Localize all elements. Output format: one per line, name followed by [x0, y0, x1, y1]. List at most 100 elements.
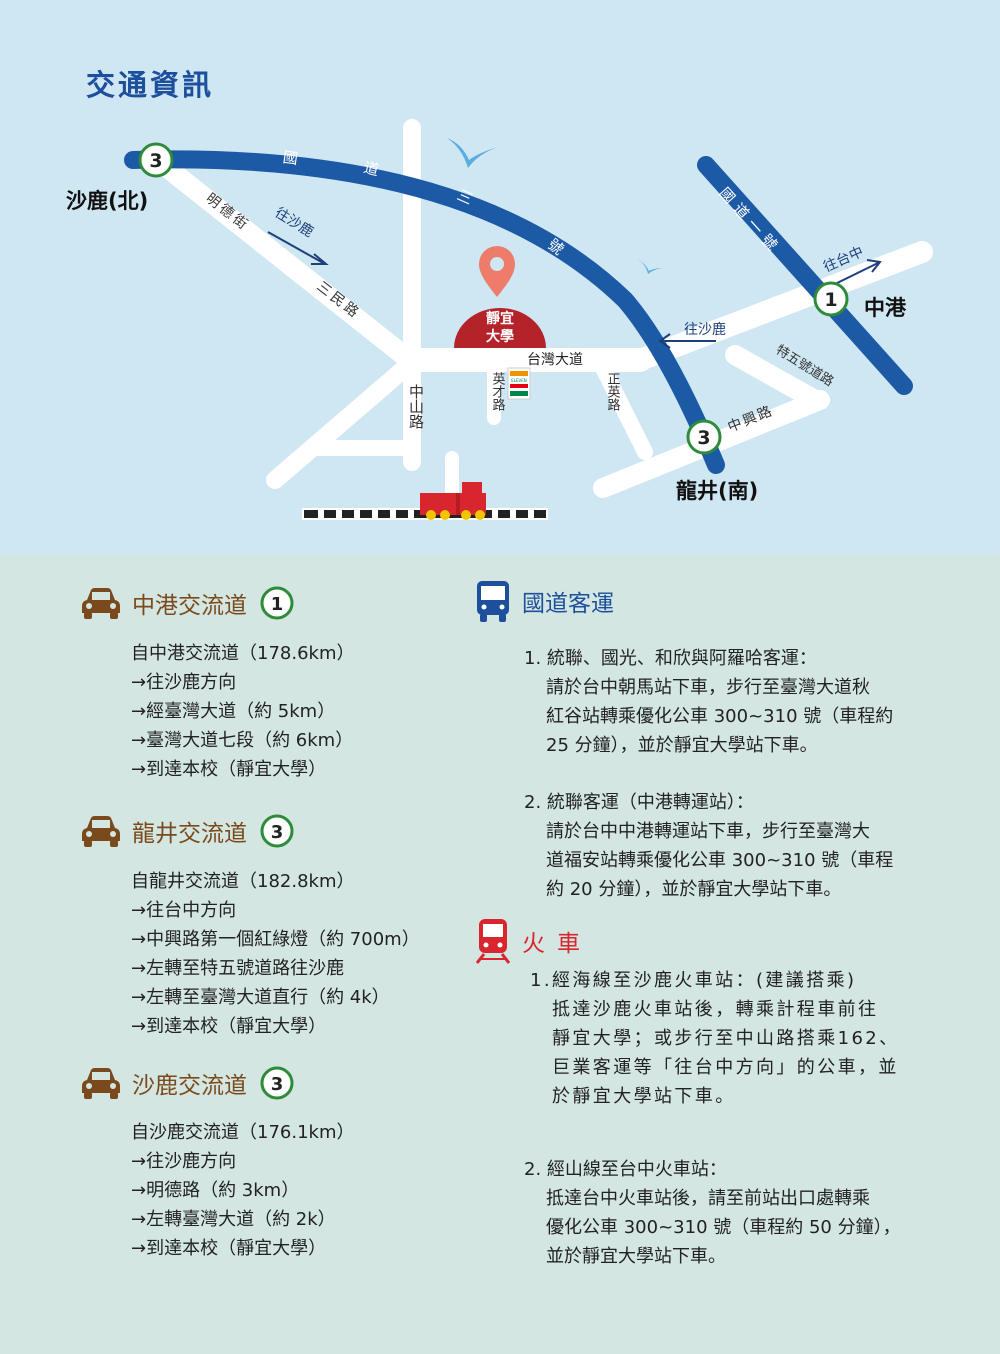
page-title: 交通資訊 [86, 68, 215, 102]
bus-item-1-head: 1. 統聯、國光、和欣與阿羅哈客運： [524, 648, 817, 669]
convenience-store-icon: ELEVEN [507, 367, 531, 400]
location-pin-icon [479, 246, 515, 297]
direction-to-shalu-2: 往沙鹿 [684, 321, 726, 338]
bus-item-2: 2. 統聯客運（中港轉運站）： 請於台中中港轉運站下車，步行至臺灣大 道福安站轉… [524, 788, 893, 904]
step-line: →臺灣大道七段（約 6km） [131, 730, 354, 751]
bus-item-2-head: 2. 統聯客運（中港轉運站）： [524, 792, 754, 813]
svg-text:3: 3 [271, 1074, 284, 1095]
train-item-1-head: 1.經海線至沙鹿火車站：(建議搭乘) [530, 970, 857, 991]
svg-text:1: 1 [824, 289, 837, 311]
bus-item-1-line: 紅谷站轉乘優化公車 300~310 號（車程約 [546, 706, 894, 727]
bus-heading: 國道客運 [474, 579, 614, 623]
bus-item-2-line: 約 20 分鐘），並於靜宜大學站下車。 [546, 879, 842, 900]
car-icon [82, 588, 120, 619]
step-line: →到達本校（靜宜大學） [131, 1016, 327, 1037]
train-item-1: 1.經海線至沙鹿火車站：(建議搭乘) 抵達沙鹿火車站後，轉乘計程車前往 靜宜大學… [530, 966, 900, 1111]
freeway3-char-2: 道 [362, 158, 381, 179]
longjing-heading: 龍井交流道 3 [80, 813, 295, 849]
freeway1-label: 國道一號 [715, 184, 785, 258]
step-line: →左轉至臺灣大道直行（約 4k） [131, 987, 390, 1008]
bus-item-1: 1. 統聯、國光、和欣與阿羅哈客運： 請於台中朝馬站下車，步行至臺灣大道秋 紅谷… [524, 644, 893, 760]
step-line: →中興路第一個紅綠燈（約 700m） [131, 929, 420, 950]
step-line: →到達本校（靜宜大學） [131, 759, 327, 780]
train-item-2-line: 抵達台中火車站後，請至前站出口處轉乘 [546, 1188, 870, 1209]
train-item-1-line: 抵達沙鹿火車站後，轉乘計程車前往 [552, 999, 879, 1020]
train-item-1-line: 巨業客運等「往台中方向」的公車，並 [552, 1057, 899, 1078]
university-label-1: 靜宜 [486, 310, 514, 327]
map-section: 交通資訊 國 道 三 號 國道一號 明德街 三民路 台灣大道 中興路 特五號道路 [0, 0, 1000, 555]
freeway1-line [697, 156, 913, 395]
step-line: 自沙鹿交流道（176.1km） [131, 1122, 355, 1143]
bus-title: 國道客運 [522, 591, 614, 617]
bus-item-1-line: 25 分鐘），並於靜宜大學站下車。 [546, 735, 818, 756]
road-zhengying [592, 354, 653, 460]
zhonggang-title: 中港交流道 [132, 593, 247, 619]
train-item-1-line: 靜宜大學；或步行至中山路搭乘162、 [552, 1028, 900, 1049]
step-line: →經臺灣大道（約 5km） [131, 701, 336, 722]
shalu-heading: 沙鹿交流道 3 [80, 1065, 295, 1101]
place-label-shalu: 沙鹿(北) [66, 189, 148, 213]
svg-text:3: 3 [697, 427, 710, 449]
step-line: →左轉至特五號道路往沙鹿 [131, 958, 345, 979]
longjing-steps: 自龍井交流道（182.8km） →往台中方向 →中興路第一個紅綠燈（約 700m… [131, 867, 420, 1041]
train-item-2-head: 2. 經山線至台中火車站： [524, 1159, 727, 1180]
step-line: 自中港交流道（178.6km） [131, 643, 355, 664]
train-icon [475, 919, 511, 964]
road-tewu [725, 345, 825, 410]
road-label-zhengying: 正英路 [605, 372, 621, 411]
bus-item-2-line: 請於台中中港轉運站下車，步行至臺灣大 [546, 821, 870, 842]
svg-text:ELEVEN: ELEVEN [511, 378, 527, 383]
shield-1-zhonggang-icon: 1 [813, 281, 849, 317]
step-line: →往沙鹿方向 [131, 1151, 237, 1172]
route-map: 國 道 三 號 國道一號 明德街 三民路 台灣大道 中興路 特五號道路 中山路 … [66, 119, 933, 520]
arrow-to-shalu-2-icon [658, 333, 716, 349]
road-label-zhongshan: 中山路 [407, 384, 425, 429]
bus-item-2-line: 道福安站轉乘優化公車 300~310 號（車程 [546, 850, 894, 871]
step-line: →明德路（約 3km） [131, 1180, 300, 1201]
shield-3-shalu-icon: 3 [138, 142, 174, 178]
svg-text:1: 1 [271, 594, 284, 615]
arrow-to-shalu-1-icon [267, 231, 329, 265]
road-label-yingcai: 英才路 [490, 372, 506, 411]
freeway3-char-3: 三 [454, 186, 475, 209]
freeway3-char-1: 國 [282, 148, 299, 168]
train-title: 火車 [522, 931, 592, 957]
road-label-taiwan-blvd: 台灣大道 [527, 352, 583, 368]
freeway3-line [124, 150, 725, 474]
bird-icon-large [447, 138, 498, 168]
train-item-2-line: 並於靜宜大學站下車。 [546, 1246, 726, 1267]
train-icon [420, 482, 486, 520]
shalu-title: 沙鹿交流道 [132, 1073, 247, 1099]
bus-icon [477, 581, 509, 622]
place-label-longjing: 龍井(南) [676, 479, 758, 503]
direction-to-shalu-1: 往沙鹿 [272, 204, 317, 241]
step-line: →到達本校（靜宜大學） [131, 1238, 327, 1259]
step-line: →往台中方向 [131, 900, 237, 921]
train-item-1-line: 於靜宜大學站下車。 [552, 1086, 736, 1107]
bus-item-1-line: 請於台中朝馬站下車，步行至臺灣大道秋 [546, 677, 870, 698]
road-diagonal-sw [266, 353, 421, 489]
shield-3-icon: 3 [260, 1066, 294, 1100]
local-roads [150, 119, 933, 507]
bird-icon-small [636, 258, 666, 274]
road-minde-sanmin [150, 152, 422, 372]
step-line: →往沙鹿方向 [131, 672, 237, 693]
svg-text:3: 3 [149, 150, 162, 172]
train-item-2: 2. 經山線至台中火車站： 抵達台中火車站後，請至前站出口處轉乘 優化公車 30… [524, 1155, 901, 1271]
step-line: →左轉臺灣大道（約 2k） [131, 1209, 336, 1230]
university-label-2: 大學 [486, 328, 514, 345]
svg-text:3: 3 [271, 822, 284, 843]
shield-3-longjing-icon: 3 [686, 419, 722, 455]
shield-1-icon: 1 [260, 586, 294, 620]
zhonggang-heading: 中港交流道 1 [80, 585, 295, 621]
place-label-zhonggang: 中港 [864, 296, 907, 320]
step-line: 自龍井交流道（182.8km） [131, 871, 355, 892]
car-icon [82, 1068, 120, 1099]
longjing-title: 龍井交流道 [132, 821, 247, 847]
shield-3-icon: 3 [260, 814, 294, 848]
zhonggang-steps: 自中港交流道（178.6km） →往沙鹿方向 →經臺灣大道（約 5km） →臺灣… [131, 639, 355, 784]
car-icon [82, 816, 120, 847]
info-section: 中港交流道 1 自中港交流道（178.6km） →往沙鹿方向 →經臺灣大道（約 … [0, 555, 1000, 1354]
train-heading: 火車 [474, 917, 592, 965]
train-item-2-line: 優化公車 300~310 號（車程約 50 分鐘）， [546, 1217, 901, 1238]
